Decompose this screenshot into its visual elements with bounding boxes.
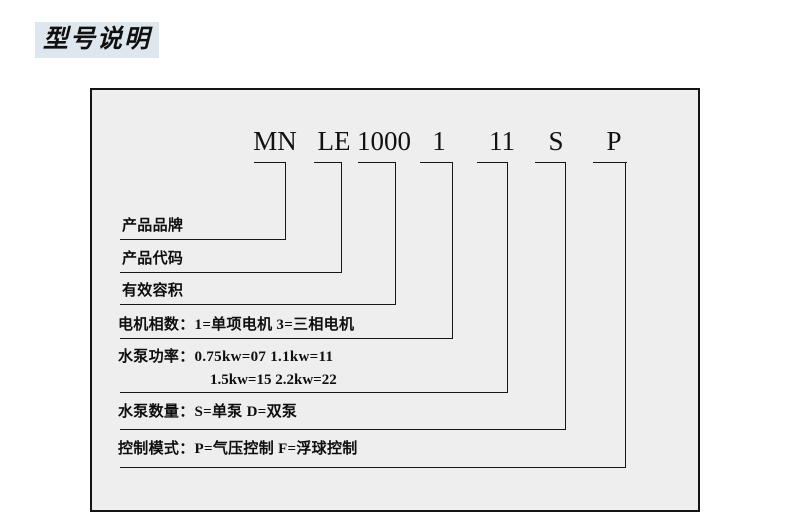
code-token-power: 11 (489, 126, 515, 156)
code-underline-product-code (314, 162, 341, 163)
legend-label-control-mode: 控制模式： (118, 439, 195, 457)
code-token-pump-count: S (548, 126, 564, 156)
code-token-volume: 1000 (357, 126, 411, 156)
legend-underline-product-code (120, 272, 342, 273)
legend-detail-pump-count: S=单泵 D=双泵 (194, 404, 298, 420)
page-title: 型号说明 (35, 22, 160, 58)
legend-underline-phase (120, 338, 453, 339)
legend-label-phase: 电机相数： (118, 315, 195, 333)
code-token-brand: MN (253, 126, 297, 156)
diagram-canvas: MN LE 1000 1 11 S P 产品品牌 产品代码 有效容积 (92, 90, 698, 510)
legend-label-pump-count: 水泵数量： (118, 402, 195, 420)
legend-underline-volume (120, 304, 396, 305)
legend-detail-control-mode: P=气压控制 F=浮球控制 (194, 441, 358, 457)
leader-line-control-mode (625, 162, 626, 467)
legend-underline-power (120, 392, 508, 393)
legend-detail-phase: 1=单项电机 3=三相电机 (194, 317, 355, 333)
code-underline-volume (358, 162, 395, 163)
legend-detail-power: 0.75kw=07 1.1kw=11 (194, 349, 334, 365)
leader-line-pump-count (565, 162, 566, 429)
code-underline-pump-count (535, 162, 565, 163)
legend-label-volume: 有效容积 (122, 281, 184, 299)
code-underline-phase (420, 162, 452, 163)
model-code-diagram-panel: MN LE 1000 1 11 S P 产品品牌 产品代码 有效容积 (90, 88, 700, 512)
leader-line-product-code (341, 162, 342, 272)
leader-line-volume (395, 162, 396, 304)
code-token-control-mode: P (606, 126, 622, 156)
legend-underline-control-mode (120, 467, 626, 468)
legend-label-product-code: 产品代码 (122, 249, 184, 267)
legend-underline-pump-count (120, 429, 566, 430)
legend-label-brand: 产品品牌 (122, 216, 184, 234)
code-underline-brand (254, 162, 285, 163)
legend-detail-power-line2: 1.5kw=15 2.2kw=22 (210, 372, 337, 388)
code-underline-control-mode (593, 162, 627, 163)
leader-line-phase (452, 162, 453, 338)
leader-line-brand (285, 162, 286, 239)
legend-underline-brand (120, 239, 286, 240)
code-underline-power (477, 162, 507, 163)
leader-line-power (507, 162, 508, 392)
legend-label-power: 水泵功率： (118, 347, 195, 365)
code-token-product-code: LE (317, 126, 351, 156)
code-token-phase: 1 (432, 126, 446, 156)
